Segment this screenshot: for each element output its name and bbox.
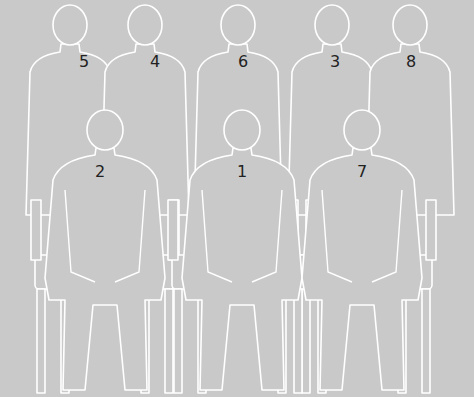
person-head xyxy=(53,5,87,45)
person-head xyxy=(87,110,123,150)
chair-leg xyxy=(174,289,182,393)
person-head xyxy=(221,5,255,45)
chair-leg xyxy=(294,289,302,393)
chair-arm xyxy=(169,200,179,260)
person-arm xyxy=(322,190,352,282)
person-head xyxy=(128,5,162,45)
person-head xyxy=(393,5,427,45)
person-body xyxy=(302,148,422,390)
person-head xyxy=(344,110,380,150)
person-arm xyxy=(65,190,95,282)
chair-arm xyxy=(426,200,436,260)
chair-leg xyxy=(37,289,45,393)
person-arm xyxy=(202,190,232,282)
callout-number: 5 xyxy=(78,53,90,71)
callout-number: 6 xyxy=(237,53,249,71)
person-arm xyxy=(252,190,282,282)
person-head xyxy=(224,110,260,150)
callout-number: 3 xyxy=(329,53,341,71)
person-body xyxy=(182,148,302,390)
person-head xyxy=(315,5,349,45)
callout-number: 8 xyxy=(405,53,417,71)
person-arm xyxy=(372,190,402,282)
chair-arm xyxy=(168,200,178,260)
callout-number: 1 xyxy=(236,163,248,181)
chair-leg xyxy=(302,289,310,393)
chair-leg xyxy=(165,289,173,393)
person-arm xyxy=(115,190,145,282)
callout-number: 4 xyxy=(149,53,161,71)
callout-number: 7 xyxy=(356,163,368,181)
callout-number: 2 xyxy=(94,163,106,181)
chair-leg xyxy=(422,289,430,393)
person-body xyxy=(45,148,165,390)
chair-arm xyxy=(31,200,41,260)
